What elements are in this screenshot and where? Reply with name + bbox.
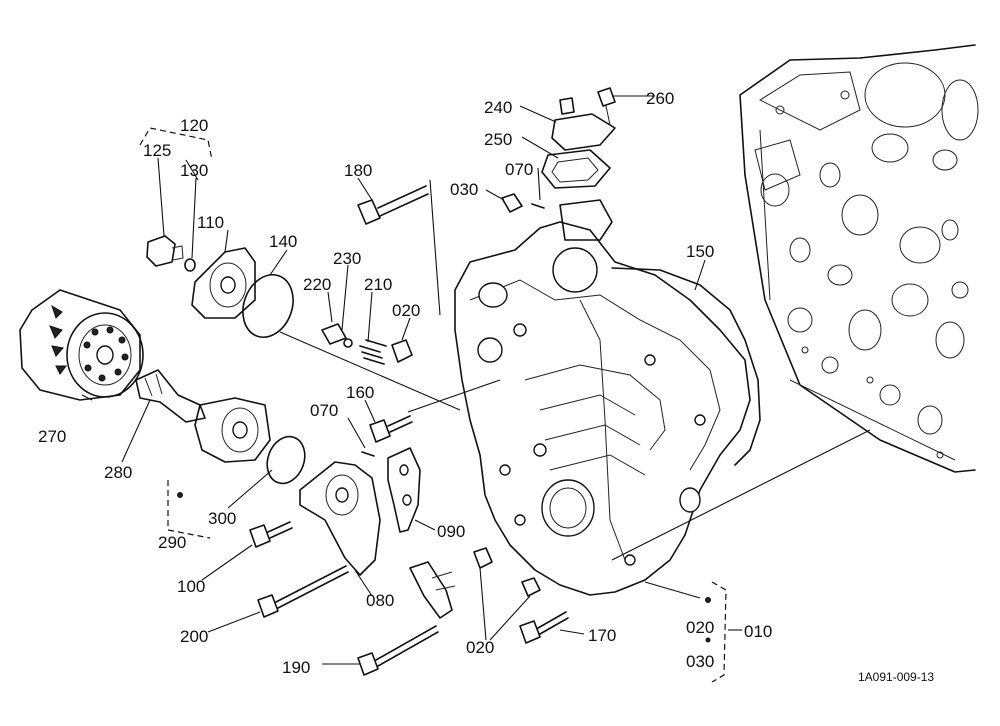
relief-valve-parts <box>321 323 413 365</box>
o-ring-140 <box>242 274 294 338</box>
callout-300: 300 <box>208 509 236 528</box>
drain-plug-125 <box>146 235 184 267</box>
plug-030-top <box>501 193 523 213</box>
filter-bracket-290 <box>194 397 271 463</box>
callout-280: 280 <box>104 463 132 482</box>
callout-250: 250 <box>484 130 512 149</box>
o-ring-300 <box>266 435 306 485</box>
callout-120: 120 <box>180 116 208 135</box>
callout-290: 290 <box>158 533 186 552</box>
bolt-260 <box>597 87 616 126</box>
callout-080: 080 <box>366 591 394 610</box>
gear-case <box>454 199 751 596</box>
bolt-190 <box>357 625 439 676</box>
callout-210: 210 <box>364 275 392 294</box>
callout-100: 100 <box>177 577 205 596</box>
callout-125: 125 <box>143 141 171 160</box>
pin-070-mid <box>361 451 375 457</box>
callout-020: 020 <box>392 301 420 320</box>
cam-lever-parts <box>409 561 456 619</box>
callout-220: 220 <box>303 275 331 294</box>
bolt-180 <box>357 185 429 225</box>
callout-labels: 120 125 130 110 140 180 230 220 210 020 … <box>38 89 934 684</box>
gasket-150 <box>611 267 761 466</box>
oil-pump-080 <box>299 461 381 576</box>
engine-block <box>739 44 979 473</box>
callout-190: 190 <box>282 658 310 677</box>
callout-030-right: 030 <box>686 652 714 671</box>
callout-170: 170 <box>588 626 616 645</box>
callout-200: 200 <box>180 627 208 646</box>
gasket-090 <box>387 447 421 533</box>
plug-020-b <box>521 577 541 597</box>
callout-180: 180 <box>344 161 372 180</box>
callout-030: 030 <box>450 180 478 199</box>
callout-010: 010 <box>744 622 772 641</box>
filter-adaptor-110 <box>191 247 256 319</box>
callout-070-lower: 070 <box>310 401 338 420</box>
callout-130: 130 <box>180 161 208 180</box>
callout-070: 070 <box>505 160 533 179</box>
callout-160: 160 <box>346 383 374 402</box>
group-brackets <box>139 127 727 683</box>
callout-110: 110 <box>197 213 224 232</box>
bolt-100 <box>249 521 293 548</box>
pin-070-top <box>531 203 545 209</box>
callout-020-right: 020 <box>686 618 714 637</box>
drawing-code: 1A091-009-13 <box>858 670 934 684</box>
bolt-200 <box>257 565 349 618</box>
bolt-160 <box>369 415 413 443</box>
gasket-250 <box>541 149 611 189</box>
cover-240 <box>551 97 616 151</box>
callout-260: 260 <box>646 89 674 108</box>
bolt-170 <box>519 611 569 644</box>
callout-140: 140 <box>269 232 297 251</box>
leader-lines <box>81 95 871 665</box>
callout-230: 230 <box>333 249 361 268</box>
callout-270: 270 <box>38 427 66 446</box>
callout-150: 150 <box>686 242 714 261</box>
callout-020-lower: 020 <box>466 638 494 657</box>
callout-240: 240 <box>484 98 512 117</box>
callout-090: 090 <box>437 522 465 541</box>
oil-filter <box>19 289 144 401</box>
plug-020-a <box>473 547 493 569</box>
filter-pipe-280 <box>135 369 206 423</box>
o-ring-130 <box>184 258 196 272</box>
